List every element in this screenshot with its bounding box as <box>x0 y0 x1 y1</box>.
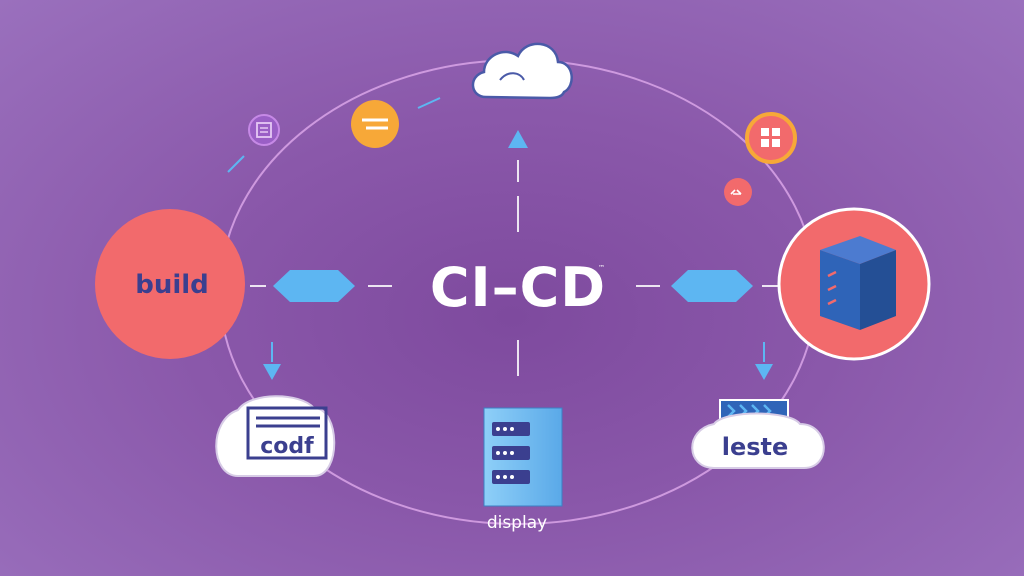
diagram-title: CI–CD <box>430 256 606 319</box>
link-line-icon <box>417 97 441 109</box>
title-trademark: ™ <box>598 264 605 272</box>
code-label: codf <box>260 434 314 459</box>
arrow-up-icon <box>508 130 528 148</box>
link-line-icon-2 <box>227 155 245 173</box>
arrow-down-left-icon <box>263 342 281 380</box>
menu-badge-icon <box>351 100 399 148</box>
test-label: leste <box>722 433 789 461</box>
cloud-icon <box>471 42 573 100</box>
cube-server-icon <box>820 236 896 330</box>
build-label: build <box>135 270 209 300</box>
connector-left <box>273 270 355 302</box>
document-icon <box>246 406 328 460</box>
cube-server-node <box>777 207 931 361</box>
connector-right <box>671 270 753 302</box>
small-link-icon <box>724 178 752 206</box>
code-node: codf <box>215 395 336 477</box>
grid-badge-icon <box>745 112 797 164</box>
deploy-label: display <box>487 513 547 533</box>
build-node: build <box>95 209 245 359</box>
document-badge-icon <box>248 114 280 146</box>
arrow-down-right-icon <box>755 342 773 380</box>
test-node: leste <box>691 399 825 469</box>
deploy-node: display <box>483 407 563 533</box>
server-stack-icon <box>483 407 563 507</box>
